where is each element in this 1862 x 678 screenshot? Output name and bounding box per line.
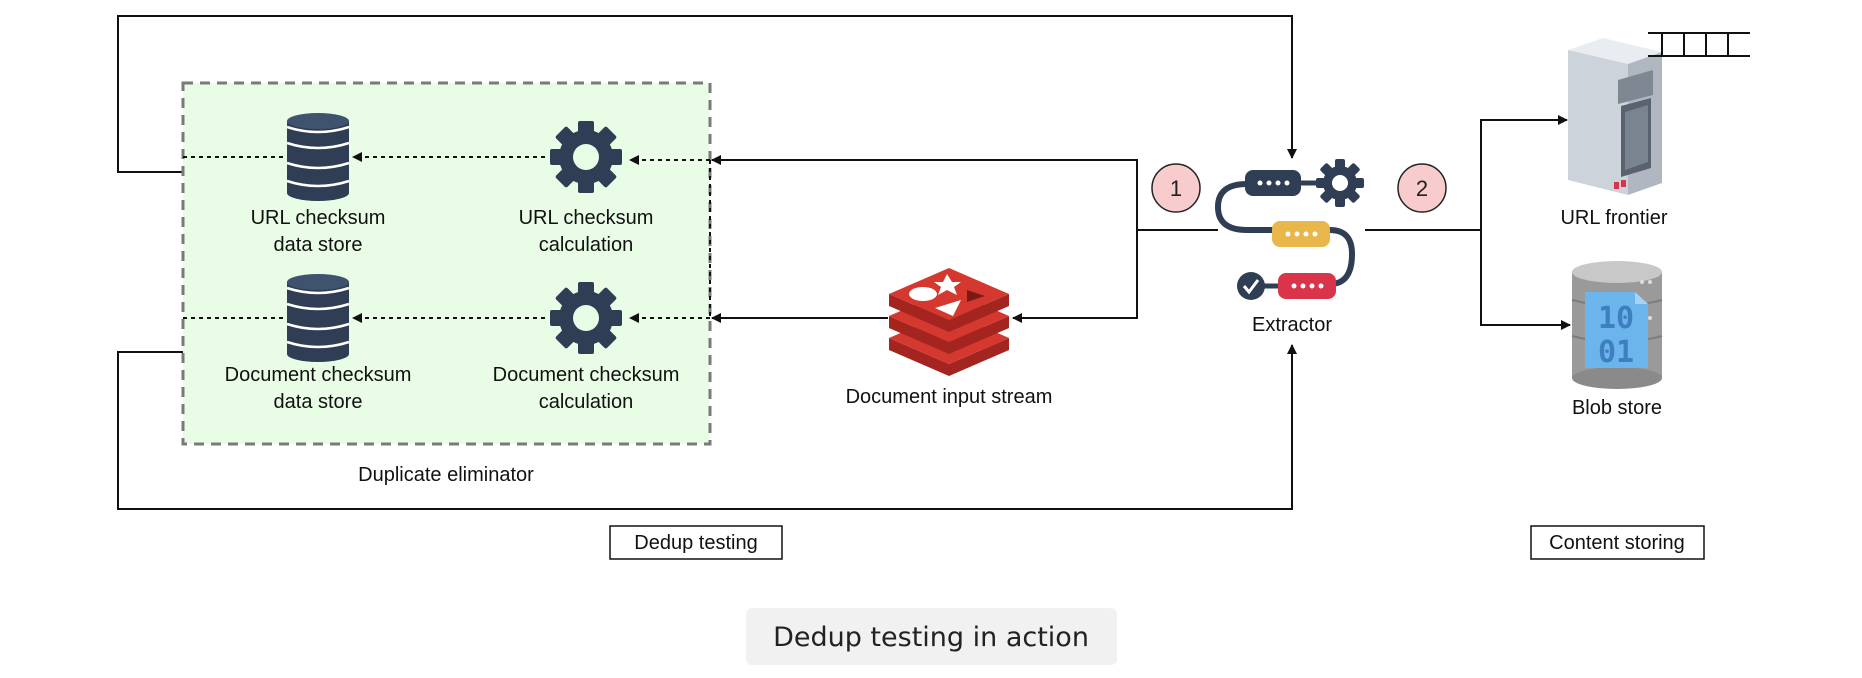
url-store-label-2: data store xyxy=(274,234,363,256)
feedback-loop-top xyxy=(117,15,1297,173)
url-store-label-1: URL checksum xyxy=(251,207,386,229)
step-1-badge: 1 xyxy=(1151,163,1201,213)
doc-checksum-db-icon xyxy=(285,272,351,364)
queue-icon xyxy=(1648,32,1750,57)
extractor-to-eliminator-flows xyxy=(711,155,1218,323)
phase-dedup-testing: Dedup testing xyxy=(609,525,783,560)
blob-store-icon: 10 01 xyxy=(1571,261,1663,389)
duplicate-eliminator-group xyxy=(181,81,712,446)
phase-content-storing: Content storing xyxy=(1530,525,1705,560)
doc-calc-label-2: calculation xyxy=(539,391,634,413)
doc-stream-label: Document input stream xyxy=(846,386,1053,408)
redis-stack-icon xyxy=(889,268,1009,376)
blob-digits-bottom: 01 xyxy=(1598,335,1634,370)
step-2-badge: 2 xyxy=(1397,163,1447,213)
url-checksum-db-icon xyxy=(285,111,351,203)
feedback-loop-bottom xyxy=(117,344,1297,510)
figure-caption: Dedup testing in action xyxy=(746,608,1117,665)
svg-text:Dedup testing in action: Dedup testing in action xyxy=(773,622,1089,653)
doc-store-label-2: data store xyxy=(274,391,363,413)
svg-text:1: 1 xyxy=(1170,176,1182,201)
svg-text:2: 2 xyxy=(1416,176,1428,201)
url-calc-label-1: URL checksum xyxy=(519,207,654,229)
extractor-to-storage-flows xyxy=(1365,115,1571,330)
url-frontier-label: URL frontier xyxy=(1560,207,1667,229)
pipeline-gear-icon xyxy=(1214,159,1364,300)
blob-store-label: Blob store xyxy=(1572,397,1662,419)
url-checksum-gear-icon xyxy=(550,121,622,193)
blob-digits-top: 10 xyxy=(1598,301,1634,336)
svg-text:Content storing: Content storing xyxy=(1549,532,1685,554)
doc-checksum-gear-icon xyxy=(550,282,622,354)
svg-text:Dedup testing: Dedup testing xyxy=(634,532,757,554)
server-tower-icon xyxy=(1568,38,1662,195)
doc-store-label-1: Document checksum xyxy=(225,364,412,386)
url-calc-label-2: calculation xyxy=(539,234,634,256)
duplicate-eliminator-label: Duplicate eliminator xyxy=(358,464,534,486)
extractor-label: Extractor xyxy=(1252,314,1332,336)
doc-calc-label-1: Document checksum xyxy=(493,364,680,386)
internal-dotted-flows xyxy=(183,152,711,323)
